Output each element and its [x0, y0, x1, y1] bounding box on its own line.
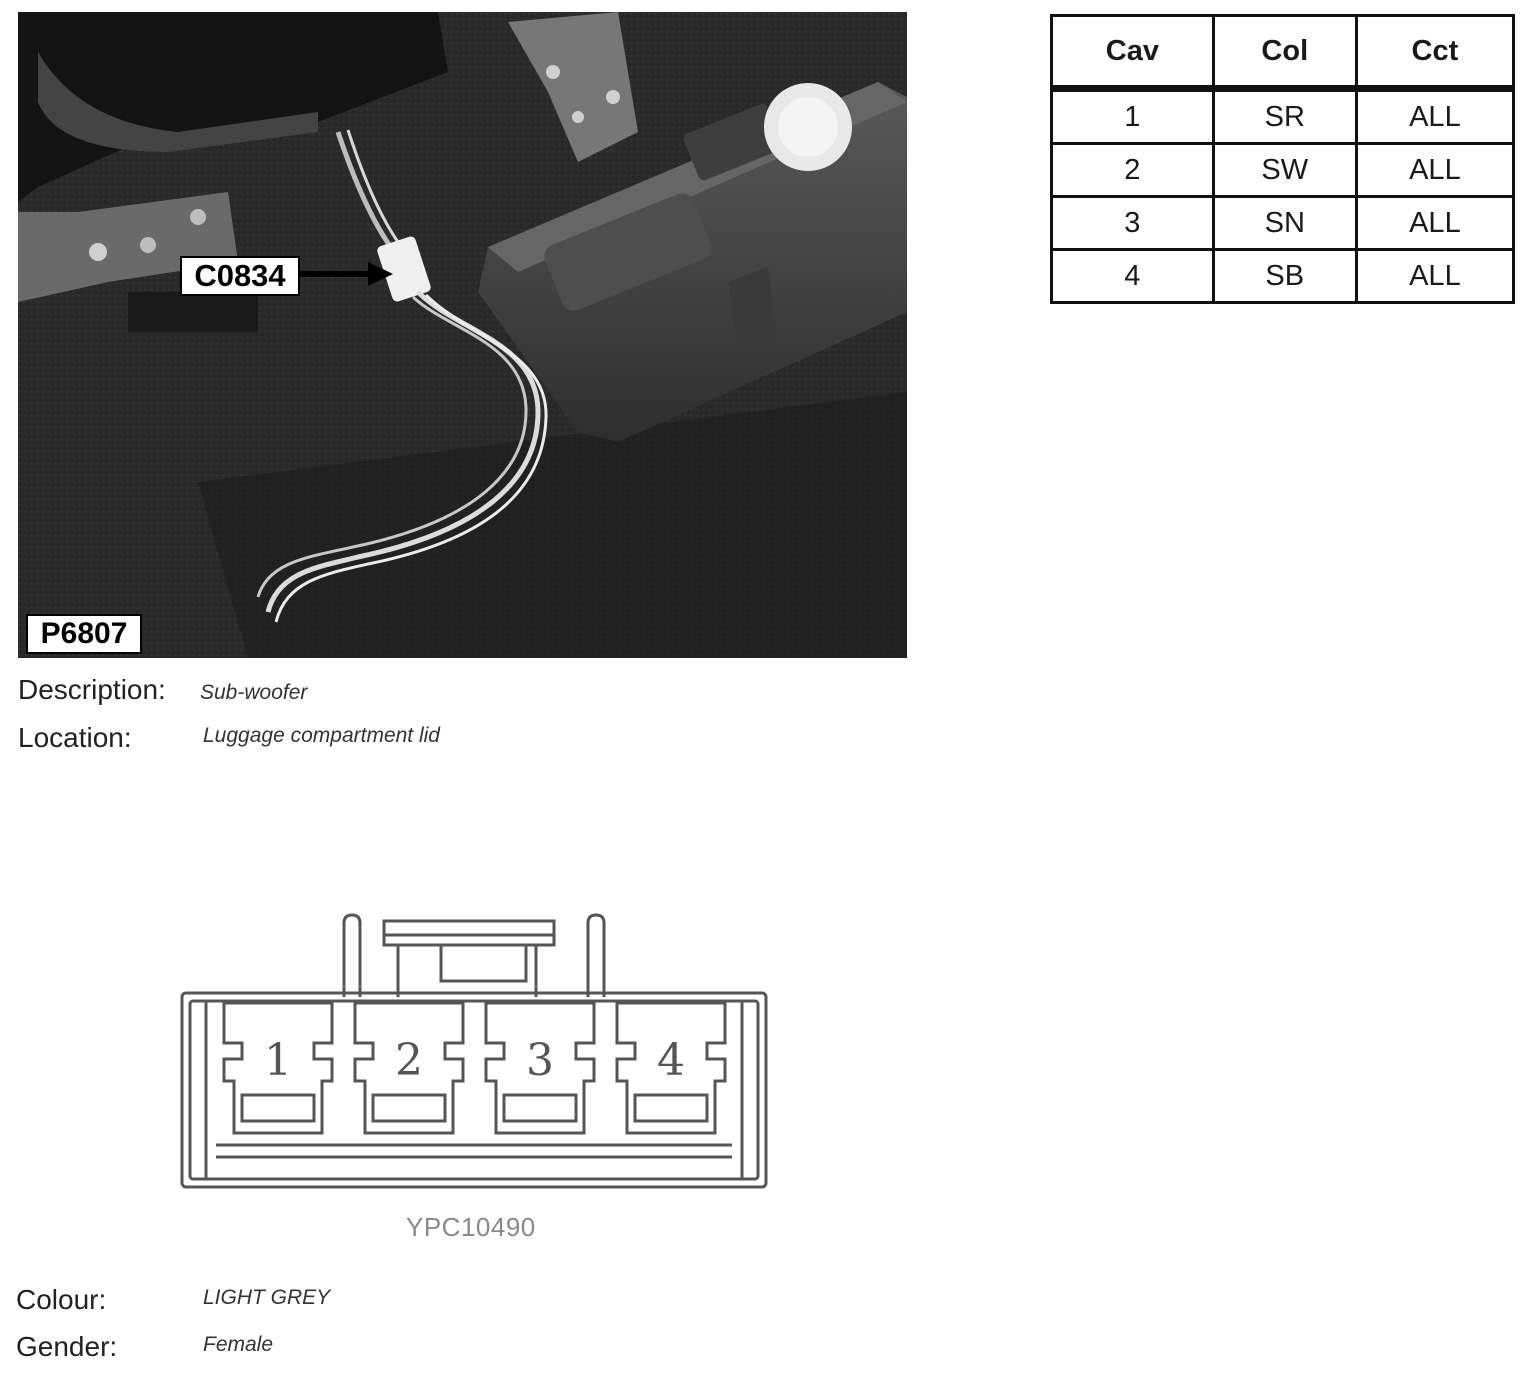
table-header-row: Cav Col Cct: [1050, 14, 1516, 92]
header-colour: Col: [1211, 14, 1358, 92]
description-value: Sub-woofer: [200, 681, 308, 704]
colour-cell: SB: [1211, 248, 1358, 304]
colour-label: Colour:: [16, 1284, 107, 1315]
cavity-4-terminal: [633, 1093, 709, 1123]
circuit-cell: ALL: [1354, 87, 1516, 145]
connector-face-diagram: 1 2 3 4: [180, 913, 768, 1189]
cavity-4-outline: [615, 1001, 727, 1135]
header-cavity: Cav: [1050, 14, 1215, 92]
location-label: Location:: [18, 722, 132, 753]
gender-label: Gender:: [16, 1331, 118, 1362]
table-row: 4 SB ALL: [1050, 248, 1516, 304]
colour-cell: SW: [1211, 142, 1358, 198]
colour-value: LIGHT GREY: [203, 1286, 331, 1309]
colour-cell: SN: [1211, 195, 1358, 251]
table-row: 3 SN ALL: [1050, 195, 1516, 251]
gender-value: Female: [203, 1333, 274, 1356]
header-circuit: Cct: [1354, 14, 1516, 92]
cavity-cell: 2: [1050, 142, 1215, 198]
cavity-1-terminal: [240, 1093, 316, 1123]
cavity-number-4: 4: [657, 1035, 685, 1086]
cavity-cell: 1: [1050, 87, 1215, 145]
cavity-3-terminal: [502, 1093, 578, 1123]
cavity-3-outline: [484, 1001, 596, 1135]
pinout-table: Cav Col Cct 1 SR ALL 2 SW ALL 3 SN ALL 4…: [1050, 14, 1516, 304]
cavity-2-terminal: [371, 1093, 447, 1123]
cavity-1-outline: [222, 1001, 334, 1135]
cavity-number-3: 3: [526, 1035, 554, 1086]
photo-scene: [18, 12, 907, 658]
cavity-number-2: 2: [395, 1035, 423, 1086]
photo-reference-label: P6807: [26, 614, 142, 654]
callout-arrow-head: [368, 262, 393, 286]
connector-location-photo: C0834 P6807: [18, 12, 907, 658]
connector-part-code: YPC10490: [406, 1212, 536, 1242]
circuit-cell: ALL: [1354, 248, 1516, 304]
description-label: Description:: [18, 674, 166, 705]
circuit-cell: ALL: [1354, 142, 1516, 198]
circuit-cell: ALL: [1354, 195, 1516, 251]
connector-callout-label: C0834: [180, 256, 300, 296]
location-value: Luggage compartment lid: [203, 724, 440, 747]
colour-cell: SR: [1211, 87, 1358, 145]
cavity-cell: 4: [1050, 248, 1215, 304]
table-row: 2 SW ALL: [1050, 142, 1516, 198]
table-row: 1 SR ALL: [1050, 87, 1516, 145]
cavity-cell: 3: [1050, 195, 1215, 251]
cavity-number-1: 1: [264, 1035, 292, 1086]
cavity-2-outline: [353, 1001, 465, 1135]
